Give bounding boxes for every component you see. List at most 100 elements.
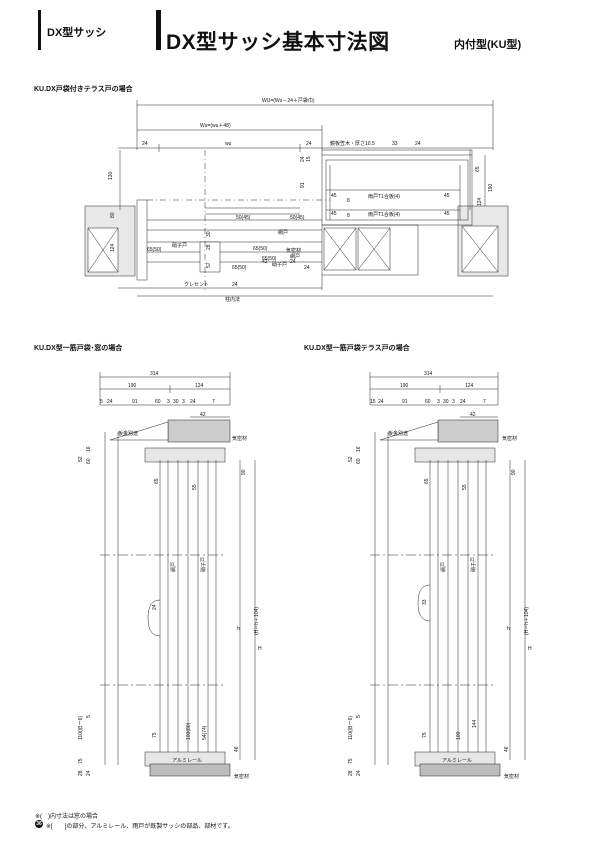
top-dim-8b: 8 [347,213,350,219]
right-dim-60: 60 [425,399,431,405]
left-amido-label: 網戸 [170,562,177,572]
right-dim-190: 190 [400,383,409,389]
top-amido-label: 網戸 [278,229,288,236]
left-dim-110: 110(旧ー6) [77,716,84,740]
right-garasu-label: 硝子戸 [470,557,477,572]
right-dim-28: 28 [348,770,354,776]
right-dim-42: 42 [470,412,476,418]
right-dim-91: 91 [402,399,408,405]
left-dim-100: 100(80) [186,722,192,740]
left-dim-314: 314 [150,371,159,377]
top-dim-91: 91 [300,182,306,188]
top-dim-42: 42 [262,259,268,265]
left-kimitsu-label: 気密材 [232,435,247,442]
top-dim-24b: 24 [306,141,312,147]
top-dim-50a: 50(45) [236,215,251,221]
right-dim-52: 52 [348,456,354,462]
right-dim-3b: 3 [452,399,455,405]
top-dim-124: 124 [477,197,483,206]
top-glass-label-1: 雨戸T1合板(4) [368,193,400,200]
top-dim-30: 30 [206,231,212,237]
top-dim-28: 28 [206,244,212,250]
top-dim-65b: 65(50) [253,246,268,252]
left-dim-65: 65 [154,478,160,484]
left-dim-hh: h [237,626,240,632]
top-dim-wu-inner: Wu=(wu＋48) [200,123,231,129]
left-kimitsu2-label: 気密材 [234,773,249,780]
top-plate-label: 鏡板笠木・厚さ10.5 [330,140,375,147]
right-kimitsu-label: 気密材 [502,435,517,442]
right-dim-55: 55 [462,484,468,490]
top-garasu2-label: 硝子戸 [272,261,287,268]
title-bar [156,10,161,50]
top-dim-24c: 24 [415,141,421,147]
top-plan-drawing: WU=(Wu－24＋戸袋巾) Wu=(wu＋48) 24 wu 24 鏡板笠木・… [84,97,509,303]
page-number: 36 [35,820,43,828]
right-dim-h: H [528,646,532,652]
right-dim-314: 314 [424,371,433,377]
top-kimitsu-label: 気密材 [286,247,301,254]
top-dim-45b: 45 [444,193,450,199]
right-dim-124: 124 [465,383,474,389]
left-dim-52: 52 [78,456,84,462]
top-dim-124b: 124 [110,243,116,252]
left-dim-28: 28 [78,770,84,776]
left-dim-7: 7 [212,399,215,405]
right-dim-24: 24 [378,399,384,405]
section-title-left: KU.DX型一筋戸袋･窓の場合 [34,345,123,352]
left-dim-3b: 3 [182,399,185,405]
left-dim-24b-v: 24 [86,770,92,776]
section-title-top: KU.DX戸袋付きテラス戸の場合 [34,86,133,93]
top-dim-80: 80 [110,212,116,218]
left-dim-h: H [258,646,262,652]
top-dim-45d: 45 [444,211,450,217]
right-dim-7: 7 [483,399,486,405]
left-dim-5: 5 [100,399,103,405]
top-dim-65e: 65(50) [232,265,247,271]
left-dim-60: 60 [155,399,161,405]
page-subtitle: 内付型(KU型) [454,39,522,51]
right-dim-60v: 60 [356,458,362,464]
left-dim-5v: 5 [86,715,92,718]
page-title: DX型サッシ基本寸法図 [166,31,390,54]
right-dim-90: 90 [511,469,517,475]
left-dim-60v: 60 [86,458,92,464]
header-left-bar [38,10,41,50]
top-glass-label-2: 雨戸T1合板(4) [368,211,400,218]
top-dim-24g: 24 [232,282,238,288]
right-dim-3a: 3 [437,399,440,405]
right-dim-24b-v: 24 [356,770,362,776]
right-dim-75b: 75 [348,758,354,764]
left-garasu-label: 硝子戸 [200,557,207,572]
top-amido2-label: 網戸 [290,253,300,260]
left-dim-24: 24 [107,399,113,405]
top-dim-wu: wu [225,141,232,147]
right-dim-65: 65 [424,478,430,484]
right-dim-110: 110(旧ー6) [347,716,354,740]
right-dim-46: 46 [504,746,510,752]
left-dim-124: 124 [195,383,204,389]
top-dim-15: 15 [306,156,312,162]
left-dim-54: 54(74) [202,725,208,740]
left-itakin-label: 板金別途 [118,430,138,437]
right-kimitsu2-label: 気密材 [504,773,519,780]
right-dim-5v: 5 [356,715,362,718]
top-dim-45c: 45 [331,211,337,217]
right-dim-24b: 24 [460,399,466,405]
left-dim-3a: 3 [167,399,170,405]
top-dim-33: 33 [392,141,398,147]
left-dim-30: 30 [173,399,179,405]
right-dim-h-formula: (H＝h＋104) [524,607,530,635]
left-dim-16: 16 [86,446,92,452]
right-dim-30: 30 [443,399,449,405]
top-dim-45a: 45 [331,193,337,199]
left-dim-90: 90 [241,469,247,475]
right-section-drawing: 314 190 124 15 24 91 60 3 30 3 24 7 42 板… [347,371,532,780]
left-dim-24b: 24 [190,399,196,405]
left-section-drawing: 314 190 124 5 24 91 60 3 30 3 24 7 42 板金… [77,371,262,780]
top-dim-24f: 24 [304,265,310,271]
top-hashira-label: 柱内法 [225,296,240,303]
footer-note-1: ※( )内寸法は窓の場合 [35,814,99,820]
top-dim-50b: 50(45) [290,215,305,221]
right-dim-33: 33 [422,599,428,605]
